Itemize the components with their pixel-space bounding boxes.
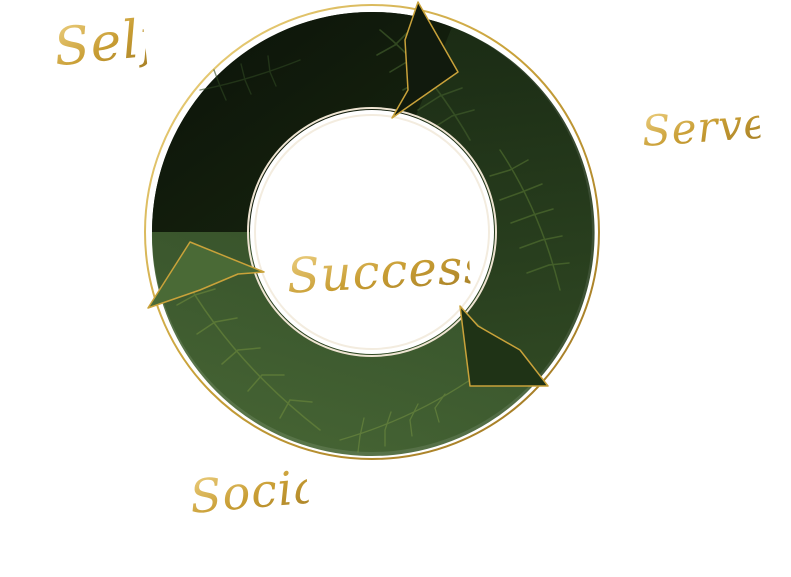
arrow-head-to-self [147,241,265,309]
stage-label-social: Social [185,451,340,539]
inner-circle [250,110,494,354]
self-label-lettering: Self [51,7,170,78]
stage-label-self: Self [46,1,170,89]
svg-text:Self: Self [51,7,148,78]
svg-text:Serve: Serve [640,98,762,156]
social-label-lettering: Social [188,457,340,524]
inner-circle-inner-line [254,114,490,350]
center-label-success: Success [283,227,490,326]
success-label-lettering: Success [285,238,490,305]
outer-gold-ring [144,4,600,460]
segment-self-to-serve [152,11,452,233]
segment-serve-to-social [415,27,595,378]
svg-text:Success: Success [285,238,471,305]
svg-text:Social: Social [188,457,311,524]
arrow-head-to-serve [391,1,459,119]
inner-circle-outline [247,107,497,357]
arrow-head-to-social [459,305,549,387]
segment-social-to-self [151,232,540,457]
serve-label-lettering: Serve [640,98,770,156]
stage-label-serve: Serve [638,92,770,170]
